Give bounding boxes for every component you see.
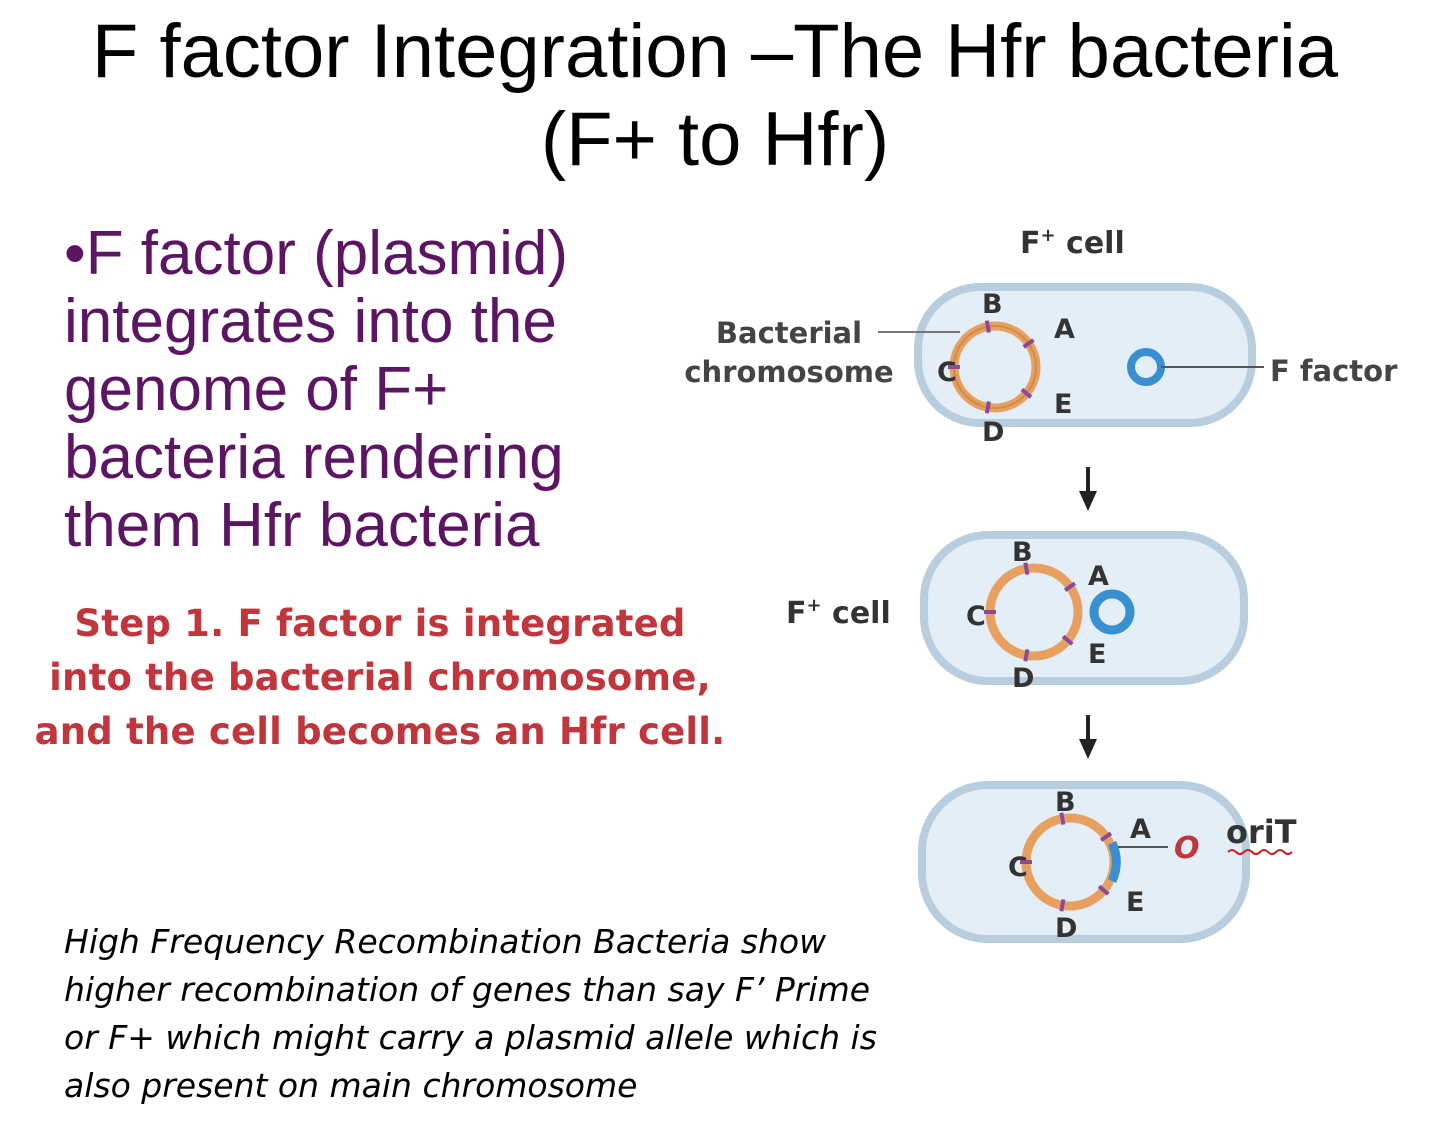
gene-e-label: E [1088,639,1106,670]
gene-marker [1097,884,1110,896]
footnote-line: or F+ which might carry a plasmid allele… [64,1018,877,1057]
gene-marker [1059,812,1066,825]
gene-a-label: A [1130,814,1151,845]
step-caption: Step 1. F factor is integrated into the … [0,597,760,759]
arrow-down-icon [1079,467,1097,511]
step-line: into the bacterial chromosome, [49,656,711,699]
gene-marker [1059,899,1066,912]
gene-c-label: C [966,601,986,632]
bullet-line: integrates into the [64,287,557,356]
cell2-title: F+ cell [786,595,891,631]
cell1-title: F+ cell [1020,225,1125,261]
bacterial-chromosome-label: Bacterial [716,316,862,350]
integrating-f-factor-icon [1089,589,1135,635]
gene-b-label: B [1012,537,1033,568]
step-line: and the cell becomes an Hfr cell. [34,710,726,753]
gene-e-label: E [1126,887,1144,918]
gene-c-label: C [937,357,957,388]
gene-marker [1061,634,1074,646]
gene-a-label: A [1088,561,1109,592]
bullet-line: bacteria rendering [64,423,564,492]
footnote-line: higher recombination of genes than say F… [64,970,871,1009]
gene-a-label: A [1054,314,1075,345]
bullet-point: •F factor (plasmid) integrates into the … [64,220,684,560]
gene-marker [1099,831,1113,842]
gene-marker [1022,338,1035,349]
gene-b-label: B [1055,787,1076,818]
bacterial-chromosome-label: chromosome [684,355,893,389]
arrow-down-icon [1079,715,1097,759]
footnote: High Frequency Recombination Bacteria sh… [64,918,1004,1110]
orit-label: oriT [1226,813,1297,851]
cell-2: B A C E D [920,531,1248,694]
gene-d-label: D [1012,663,1034,694]
cell-3: O oriT B A C E D [918,781,1297,944]
orit-symbol: O [1174,831,1200,866]
gene-c-label: C [1008,852,1028,883]
f-factor-label: F factor [1270,354,1398,388]
slide-title-line-1: F factor Integration –The Hfr bacteria [91,9,1339,94]
step-line: Step 1. F factor is integrated [74,602,686,645]
bullet-line: them Hfr bacteria [64,491,540,560]
gene-d-label: D [1055,913,1077,944]
gene-marker [984,320,991,333]
gene-e-label: E [1054,389,1072,420]
gene-marker [984,401,991,414]
bullet-line: genome of F+ [64,355,449,424]
gene-marker [1063,581,1077,592]
footnote-line: also present on main chromosome [64,1066,638,1105]
gene-marker [1023,649,1030,662]
gene-b-label: B [982,289,1003,320]
slide-title-line-2: (F+ to Hfr) [540,97,890,182]
slide-title: F factor Integration –The Hfr bacteria (… [0,8,1430,184]
footnote-line: High Frequency Recombination Bacteria sh… [64,922,827,961]
cell-1: B A C E D Bacterial chromosome F factor [684,283,1398,448]
bullet-line: •F factor (plasmid) [64,219,569,288]
gene-marker [1023,562,1030,575]
spellcheck-underline [1227,849,1293,855]
gene-d-label: D [982,417,1004,448]
gene-marker [1020,387,1033,399]
hfr-diagram: F+ cell B A C E D Bacterial chromosome F… [684,225,1398,944]
